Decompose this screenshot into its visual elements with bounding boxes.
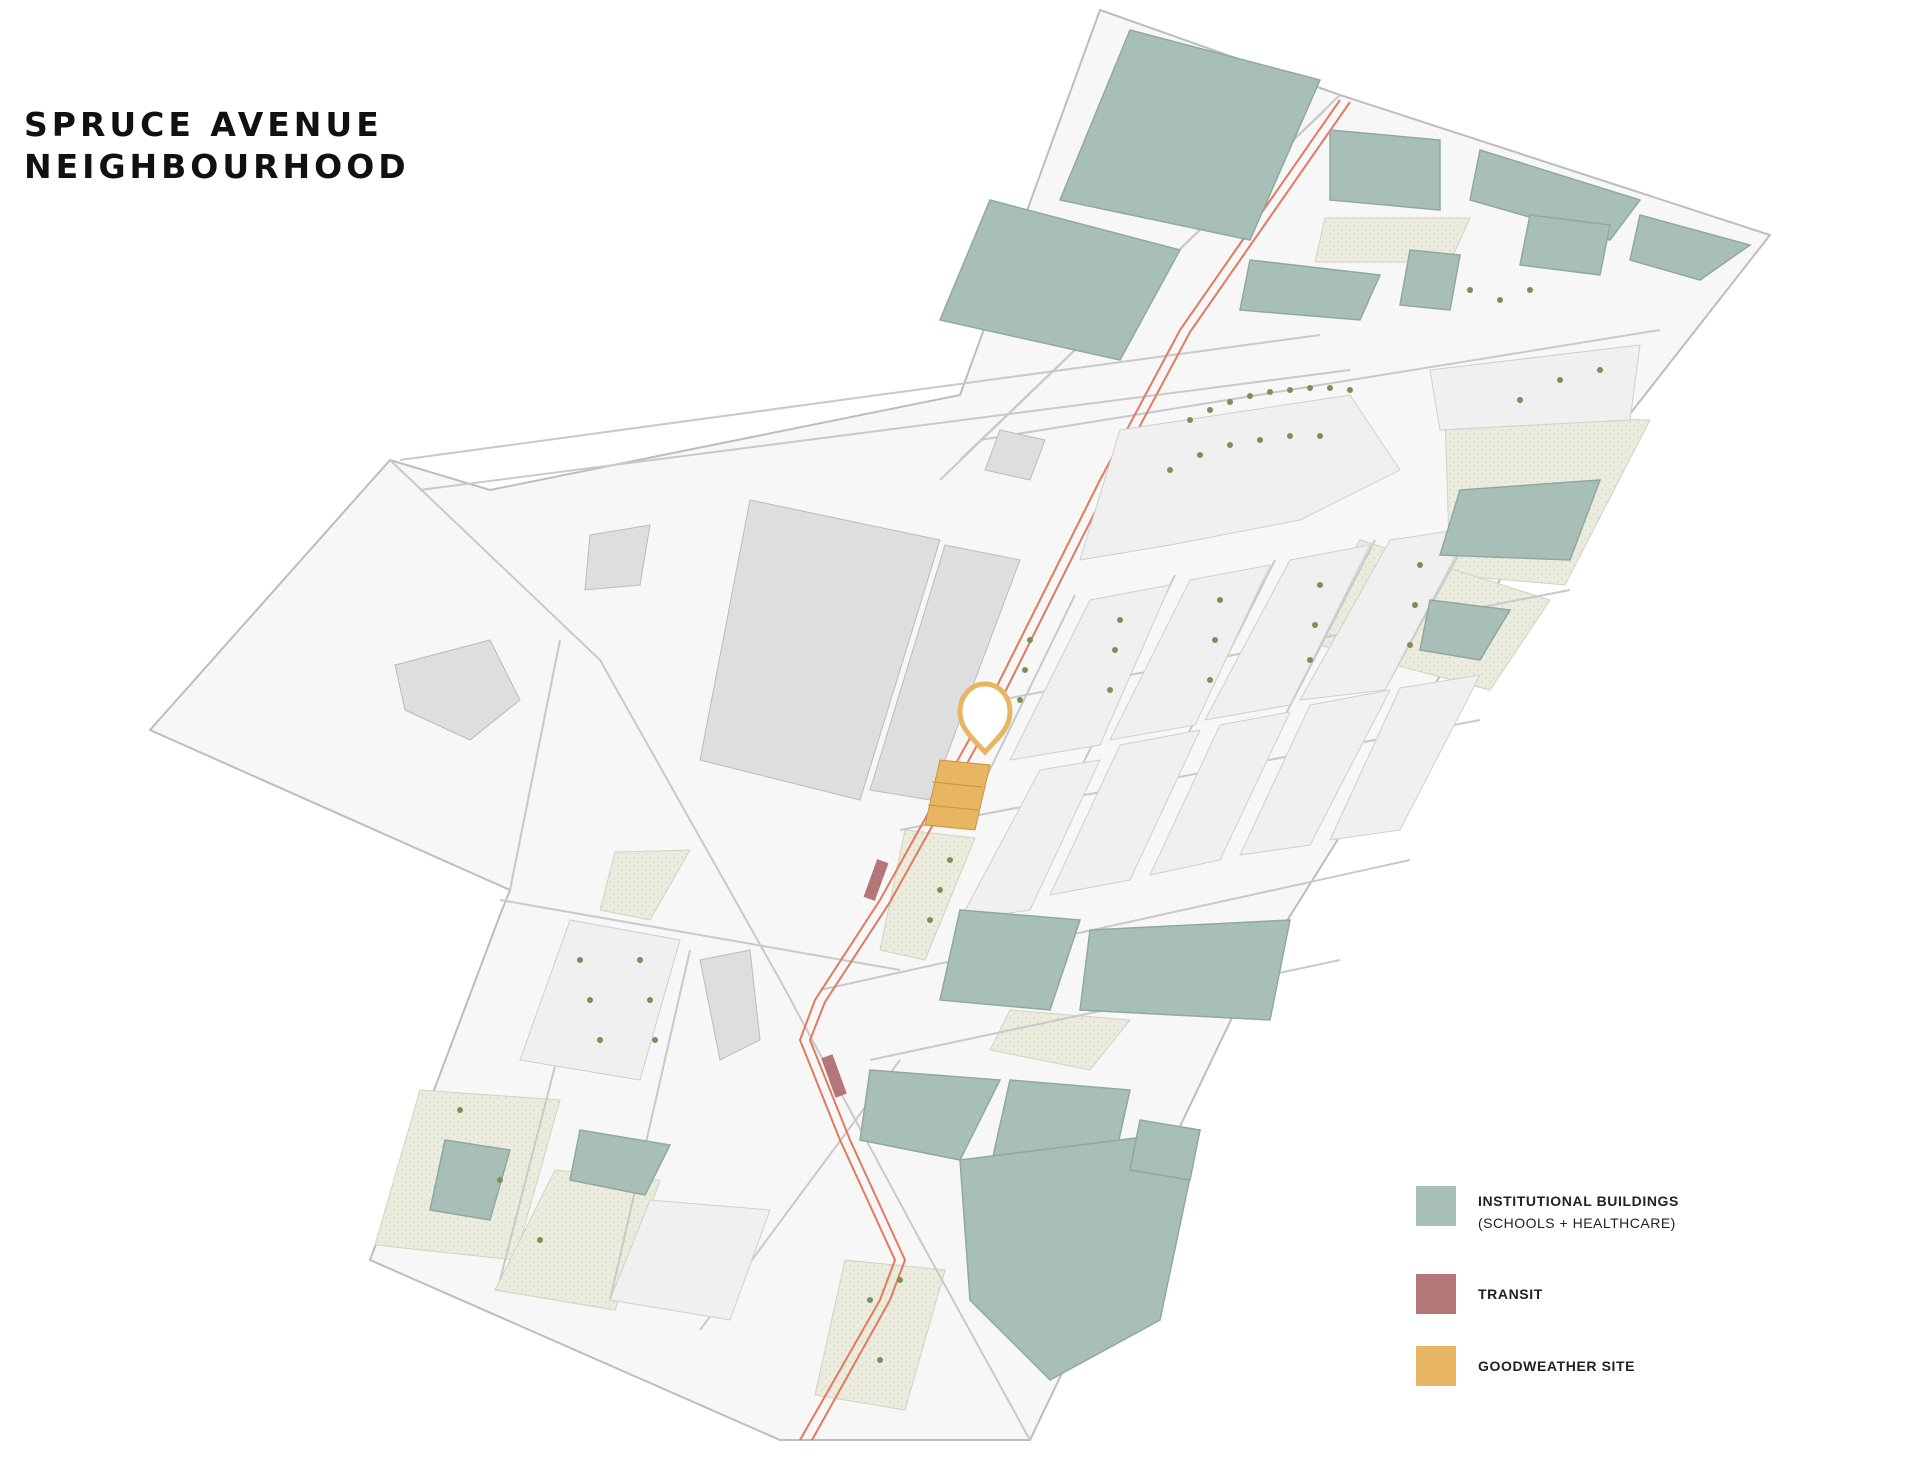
residential-block (1109, 564, 1271, 741)
legend-swatch-goodweather-site (1416, 1346, 1456, 1386)
legend-swatch-institutional (1416, 1186, 1456, 1226)
residential-block (1204, 544, 1371, 721)
greenspace-triangle (599, 849, 691, 921)
map-title-line-2: NEIGHBOURHOOD (24, 147, 410, 186)
institutional-building-plaza-east (1399, 249, 1461, 311)
residential-block (1329, 674, 1481, 841)
mall-annex (869, 544, 1021, 801)
residential-block (1239, 689, 1391, 856)
retail-building-north (984, 429, 1046, 481)
legend-swatch-transit (1416, 1274, 1456, 1314)
legend-label-transit: TRANSIT (1478, 1286, 1543, 1302)
institutional-building-plaza (1329, 129, 1441, 211)
office-building-mid (584, 524, 651, 591)
goodweather-site-parcel (924, 759, 991, 831)
district-outline (148, 8, 1772, 1441)
location-pin-icon[interactable] (957, 681, 1013, 756)
shopping-mall (699, 499, 941, 801)
institutional-building-southwest-2 (569, 1129, 672, 1196)
institutional-building-northeast (1469, 149, 1642, 241)
institutional-hospital (1079, 919, 1291, 1021)
institutional-building-south-east (1129, 1119, 1201, 1181)
institutional-school-mid (939, 909, 1082, 1011)
institutional-buildings (429, 29, 1752, 1381)
goodweather-site (924, 759, 991, 831)
institutional-complex-north (1058, 29, 1322, 241)
institutional-building-plaza-south (1239, 259, 1382, 321)
mid-rise-tower (699, 949, 761, 1061)
trees (457, 287, 1603, 1363)
institutional-building-east (1519, 214, 1611, 276)
institutional-complex-north-west (938, 199, 1182, 361)
office-building-west (394, 639, 521, 741)
residential-block-south (609, 1199, 771, 1321)
residential-block-northeast (1429, 344, 1641, 431)
greenspace-south-yard (989, 1009, 1131, 1071)
legend-label-goodweather-site: GOODWEATHER SITE (1478, 1358, 1636, 1374)
residential-block (959, 759, 1101, 921)
residential-block (1049, 729, 1201, 896)
transit-station-north (863, 859, 889, 901)
residential-block (1299, 527, 1471, 701)
greenspace-south-park (814, 1259, 946, 1411)
commercial-buildings (394, 429, 1046, 1061)
legend-label-institutional: INSTITUTIONAL BUILDINGS (1478, 1193, 1679, 1209)
institutional-building-southwest-1 (429, 1139, 511, 1221)
residential-block (1149, 711, 1291, 876)
map-title: SPRUCE AVENUE NEIGHBOURHOOD (24, 104, 410, 188)
institutional-school-east (1438, 479, 1602, 561)
transit-station-south (821, 1054, 847, 1098)
residential-block (1009, 584, 1171, 761)
legend-sublabel-institutional: (SCHOOLS + HEALTHCARE) (1478, 1215, 1676, 1231)
institutional-building-far-east (1629, 214, 1752, 281)
transit-stations (821, 859, 889, 1098)
map-title-line-1: SPRUCE AVENUE (24, 105, 383, 144)
institutional-school-field (1419, 599, 1512, 661)
